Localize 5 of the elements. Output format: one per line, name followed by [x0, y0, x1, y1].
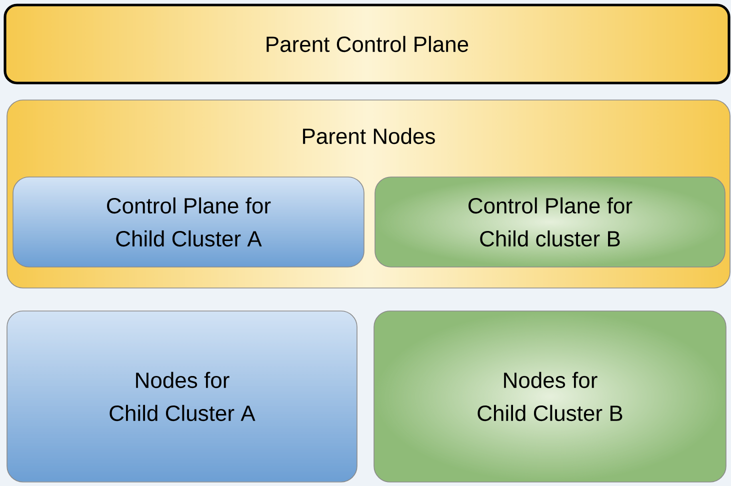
cluster-box: Control Plane for Child cluster B [374, 176, 726, 268]
cluster-box: Control Plane for Child Cluster A [12, 176, 364, 268]
cluster-box: Nodes for Child Cluster A [6, 310, 358, 482]
title-bar: Parent Control Plane [4, 4, 730, 84]
cluster-box: Nodes for Child Cluster B [374, 310, 726, 482]
